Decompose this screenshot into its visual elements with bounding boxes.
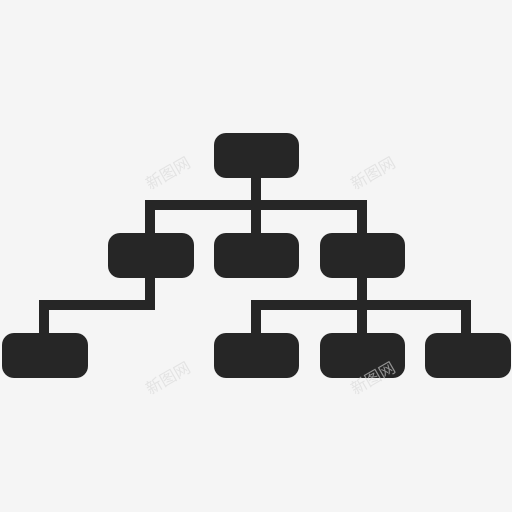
node-root xyxy=(214,133,299,178)
watermark-1: 新图网 xyxy=(143,153,194,193)
connector-l1-left-down xyxy=(39,273,155,338)
node-l2-b xyxy=(320,333,405,378)
watermark-2: 新图网 xyxy=(348,153,399,193)
node-l2-leftmost xyxy=(2,333,88,378)
connectors xyxy=(39,173,471,338)
node-l2-a xyxy=(214,333,299,378)
node-l1-left xyxy=(108,233,194,278)
node-l1-right xyxy=(320,233,405,278)
watermark-3: 新图网 xyxy=(143,358,194,398)
node-l1-center xyxy=(214,233,299,278)
nodes xyxy=(2,133,511,378)
node-l2-c xyxy=(425,333,511,378)
